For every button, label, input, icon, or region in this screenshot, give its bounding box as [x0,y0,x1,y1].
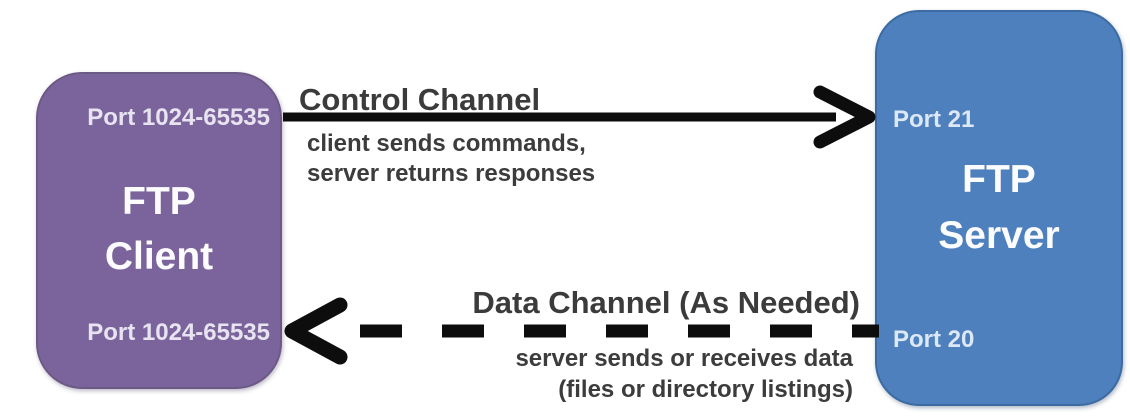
control-channel-description-line2: server returns responses [307,160,596,187]
server-name-line1: FTP [962,158,1036,201]
data-channel-label: Data Channel (As Needed) [472,285,860,320]
server-name: FTP Server [877,152,1121,264]
client-control-port-label: Port 1024-65535 [87,104,270,131]
server-name-line2: Server [938,214,1060,257]
client-name-line1: FTP [122,180,196,223]
server-data-port-label: Port 20 [893,326,975,353]
control-channel-description: client sends commands, server returns re… [307,129,595,189]
client-data-port-label: Port 1024-65535 [87,319,270,346]
control-channel-label: Control Channel [299,82,541,117]
data-channel-description-line2: (files or directory listings) [558,376,853,403]
ftp-server-box: Port 21 FTP Server Port 20 [875,10,1123,406]
ftp-client-box: Port 1024-65535 FTP Client Port 1024-655… [36,72,282,389]
client-name-line2: Client [104,235,214,278]
control-channel-description-line1: client sends commands, [307,130,586,157]
arrowhead-right-icon [813,85,876,149]
server-control-port-label: Port 21 [893,106,975,133]
data-channel-description: server sends or receives data (files or … [515,343,853,405]
arrowhead-left-icon [284,297,348,365]
client-name: FTP Client [38,174,280,284]
data-channel-description-line1: server sends or receives data [515,345,853,372]
